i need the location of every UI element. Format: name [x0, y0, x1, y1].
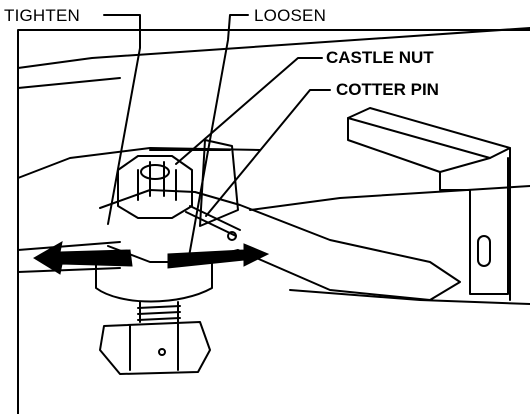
main-bar-mid: [17, 241, 121, 251]
background-beam: [17, 27, 530, 69]
right-bracket-edge: [439, 157, 491, 173]
lower-housing: [95, 253, 213, 303]
frame-border: [17, 29, 530, 414]
leader-cotter-pin: [205, 89, 331, 217]
cotter-pin-eye: [227, 231, 237, 241]
lower-nut: [99, 321, 211, 375]
lower-nut-hole: [158, 348, 166, 356]
slot-hole: [477, 235, 491, 267]
tighten-label: TIGHTEN: [4, 6, 81, 25]
lower-nut-face: [129, 323, 179, 371]
right-bracket-face: [347, 117, 509, 295]
leader-tighten: [103, 14, 141, 225]
leader-loosen: [187, 14, 249, 263]
main-bar-bottom: [17, 267, 121, 273]
stud-threads: [137, 305, 181, 321]
background-beam-lower: [17, 77, 121, 89]
leader-castle-nut: [175, 57, 323, 165]
arrow-tighten: [33, 241, 133, 275]
castle-nut-label: CASTLE NUT: [326, 48, 434, 67]
rear-bar: [249, 185, 530, 211]
arrow-loosen: [167, 243, 270, 269]
cotter-pin-label: COTTER PIN: [336, 80, 439, 99]
right-bracket-top: [347, 107, 511, 159]
bracket-plate: [199, 139, 239, 227]
loosen-label: LOOSEN: [254, 6, 327, 25]
castle-nut-top: [140, 164, 170, 180]
